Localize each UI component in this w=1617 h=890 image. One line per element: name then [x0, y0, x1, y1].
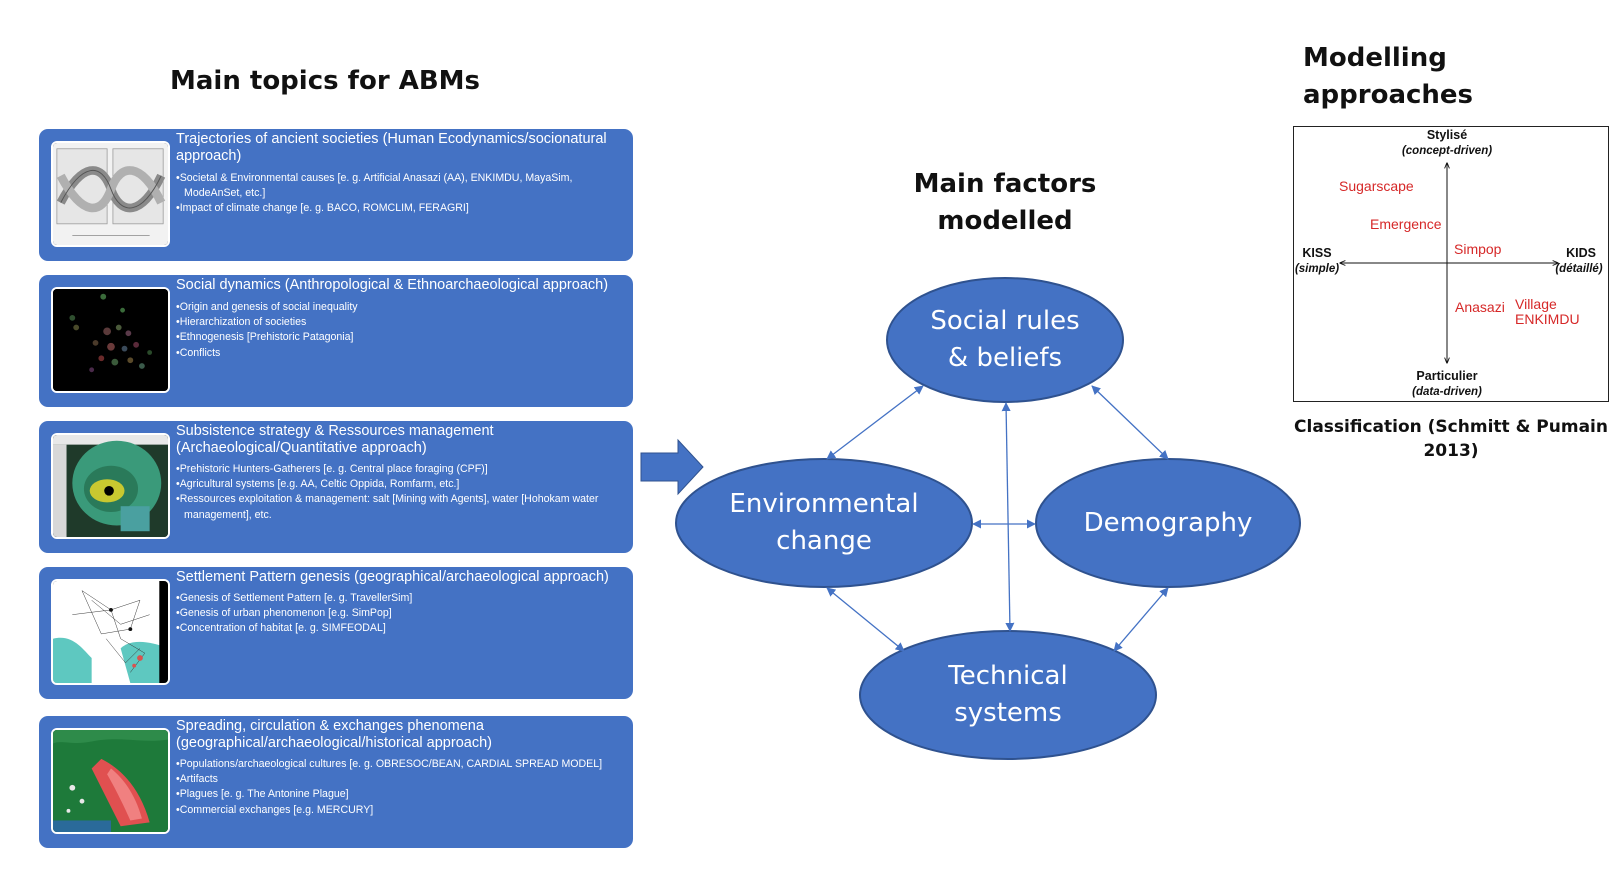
factors-title-line2: modelled [937, 206, 1073, 236]
village-line1: Village [1515, 296, 1557, 312]
bullet-item: Impact of climate change [e. g. BACO, RO… [176, 201, 626, 216]
approaches-title-line2: approaches [1303, 80, 1474, 110]
factors-title-line1: Main factors [913, 169, 1097, 199]
tech-line1: Technical [948, 661, 1068, 691]
demography-label: Demography [1083, 508, 1253, 538]
connector-social-tech [1001, 402, 1015, 632]
bullet-item: Commercial exchanges [e.g. MERCURY] [176, 803, 626, 818]
topic-bullets: Origin and genesis of social inequality … [176, 300, 626, 361]
bullet-item: Concentration of habitat [e. g. SIMFEODA… [176, 621, 626, 636]
trajectories-thumbnail [51, 141, 170, 247]
model-sugarscape: Sugarscape [1339, 178, 1414, 194]
bullet-item: Ethnogenesis [Prehistoric Patagonia] [176, 330, 626, 345]
topic-heading: Spreading, circulation & exchanges pheno… [176, 718, 492, 751]
classification-box: Stylisé (concept-driven) Particulier (da… [1293, 126, 1609, 402]
bullet-item: Prehistoric Hunters-Gatherers [e. g. Cen… [176, 462, 626, 477]
topic-box-subsistence: Subsistence strategy & Ressources manage… [39, 421, 633, 553]
bullet-item: Hierarchization of societies [176, 315, 626, 330]
bullet-item: Conflicts [176, 346, 626, 361]
spreading-thumbnail [51, 728, 170, 834]
environmental-change-label: Environmental change [704, 486, 944, 560]
social-rules-line1: Social rules [930, 306, 1080, 336]
axis-left-sublabel: (simple) [1294, 263, 1340, 275]
bullet-item: Ressources exploitation & management: sa… [176, 492, 626, 522]
approaches-title: Modelling approaches [1303, 40, 1553, 114]
connector-demo-tech [1113, 587, 1169, 652]
approaches-title-line1: Modelling [1303, 43, 1447, 73]
axis-bottom-label: Particulier [1416, 369, 1478, 383]
village-line2: ENKIMDU [1515, 311, 1580, 327]
bullet-item: Societal & Environmental causes [e. g. A… [176, 171, 626, 201]
topics-title: Main topics for ABMs [170, 66, 480, 96]
topic-bullets: Populations/archaeological cultures [e. … [176, 757, 626, 818]
bullet-item: Agricultural systems [e.g. AA, Celtic Op… [176, 477, 626, 492]
bullet-item: Artifacts [176, 772, 626, 787]
tech-line2: systems [954, 698, 1062, 728]
topic-box-spreading: Spreading, circulation & exchanges pheno… [39, 716, 633, 848]
axis-top-label: Stylisé [1426, 128, 1468, 142]
axis-top-sublabel: (concept-driven) [1401, 145, 1493, 157]
block-arrow [640, 438, 704, 496]
model-village-enkimdu: Village ENKIMDU [1515, 297, 1580, 327]
factors-title: Main factors modelled [880, 166, 1130, 240]
model-anasazi: Anasazi [1455, 299, 1505, 315]
connector-social-demo [1091, 385, 1169, 460]
axis-left-label: KISS [1302, 246, 1332, 260]
topic-bullets: Societal & Environmental causes [e. g. A… [176, 171, 626, 217]
bullet-item: Plagues [e. g. The Antonine Plague] [176, 787, 626, 802]
social-dynamics-thumbnail [51, 287, 170, 393]
topic-box-trajectories: Trajectories of ancient societies (Human… [39, 129, 633, 261]
model-emergence: Emergence [1370, 216, 1442, 232]
classification-axes [1294, 127, 1607, 400]
caption-line2: 2013) [1423, 441, 1479, 461]
subsistence-thumbnail [51, 433, 170, 539]
axis-right-label: KIDS [1566, 246, 1596, 260]
ellipse-environmental-change [675, 458, 973, 588]
bullet-item: Origin and genesis of social inequality [176, 300, 626, 315]
topic-bullets: Genesis of Settlement Pattern [e. g. Tra… [176, 591, 626, 637]
social-rules-label: Social rules & beliefs [905, 303, 1105, 377]
ellipse-social-rules [886, 277, 1124, 403]
topic-heading: Subsistence strategy & Ressources manage… [176, 423, 494, 456]
social-rules-line2: & beliefs [947, 343, 1063, 373]
classification-caption: Classification (Schmitt & Pumain 2013) [1283, 415, 1617, 463]
bullet-item: Populations/archaeological cultures [e. … [176, 757, 626, 772]
topic-box-social-dynamics: Social dynamics (Anthropological & Ethno… [39, 275, 633, 407]
topic-heading: Social dynamics (Anthropological & Ethno… [176, 277, 609, 293]
topic-bullets: Prehistoric Hunters-Gatherers [e. g. Cen… [176, 462, 626, 523]
topic-heading: Settlement Pattern genesis (geographical… [176, 569, 609, 585]
connector-env-tech [826, 587, 905, 652]
bullet-item: Genesis of urban phenomenon [e.g. SimPop… [176, 606, 626, 621]
caption-line1: Classification (Schmitt & Pumain [1294, 417, 1608, 437]
env-line2: change [776, 526, 872, 556]
env-line1: Environmental [729, 489, 919, 519]
bullet-item: Genesis of Settlement Pattern [e. g. Tra… [176, 591, 626, 606]
model-simpop: Simpop [1454, 241, 1502, 257]
topic-heading: Trajectories of ancient societies (Human… [176, 131, 607, 164]
connector-social-env [826, 385, 924, 460]
technical-systems-label: Technical systems [888, 658, 1128, 732]
topic-box-settlement: Settlement Pattern genesis (geographical… [39, 567, 633, 699]
axis-bottom-sublabel: (data-driven) [1412, 386, 1482, 398]
settlement-thumbnail [51, 579, 170, 685]
axis-right-sublabel: (détaillé) [1555, 263, 1603, 275]
